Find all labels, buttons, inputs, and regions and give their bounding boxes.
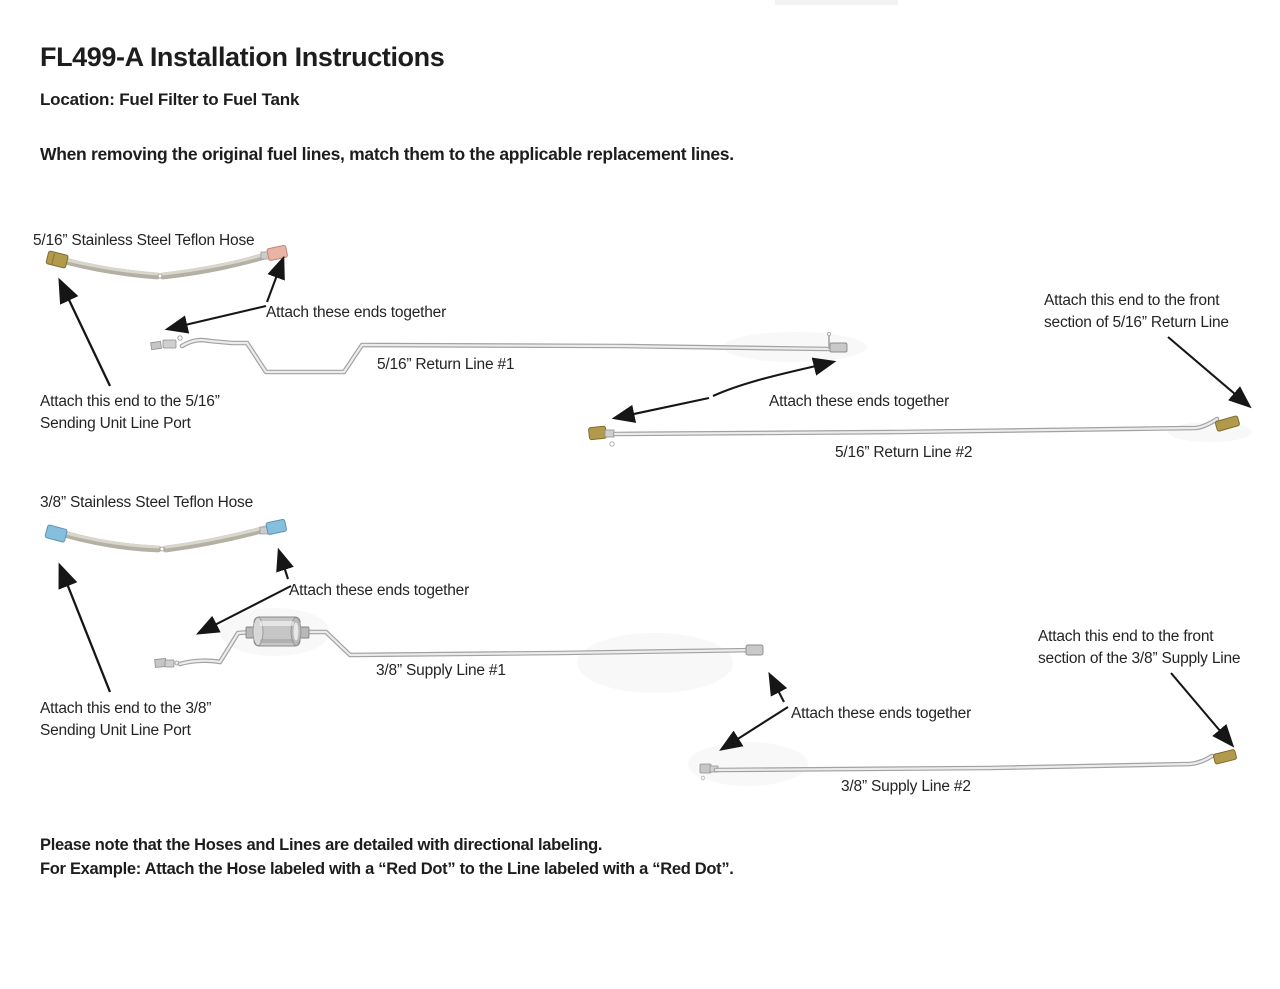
front-section-note-516-line1: Attach this end to the front bbox=[1044, 292, 1220, 309]
photo-background-halos bbox=[220, 332, 1252, 786]
return-line-2-brass-fitting bbox=[588, 425, 607, 441]
return-line-1-end-fitting bbox=[829, 342, 848, 353]
return-line-2-label: 5/16” Return Line #2 bbox=[835, 444, 973, 461]
arrow-sending-unit-516 bbox=[58, 277, 112, 387]
front-section-note-516: Attach this end to the front section of … bbox=[1044, 290, 1229, 334]
arrow-hose38-end bbox=[276, 547, 294, 580]
attach-ends-note-516-1: Attach these ends together bbox=[266, 304, 447, 321]
supply-line-1-label: 3/8” Supply Line #1 bbox=[376, 662, 506, 679]
arrow-supply2-end bbox=[1170, 672, 1235, 748]
hose-38-blue-fitting-left bbox=[44, 524, 68, 543]
arrow-supply2-start bbox=[719, 706, 789, 751]
sending-unit-note-38-line1: Attach this end to the 3/8” bbox=[40, 700, 212, 717]
hose-516-joint bbox=[157, 273, 163, 279]
location-subtitle: Location: Fuel Filter to Fuel Tank bbox=[40, 90, 300, 109]
sending-unit-note-516-line1: Attach this end to the 5/16” bbox=[40, 393, 220, 410]
front-section-note-38: Attach this end to the front section of … bbox=[1038, 626, 1241, 670]
attach-ends-note-516-2: Attach these ends together bbox=[769, 393, 950, 410]
hose-38-blue-fitting-right bbox=[265, 518, 287, 535]
hose-38-label: 3/8” Stainless Steel Teflon Hose bbox=[40, 494, 254, 511]
return-line-2-image bbox=[588, 415, 1240, 447]
hose-38-joint bbox=[159, 546, 165, 552]
sending-unit-note-38: Attach this end to the 3/8” Sending Unit… bbox=[40, 698, 211, 742]
top-edge-bar bbox=[775, 0, 898, 5]
hose-516-brass-fitting bbox=[45, 250, 69, 269]
arrow-return2-start bbox=[611, 396, 710, 423]
arrow-supply1-end bbox=[768, 671, 788, 703]
hose-516-label: 5/16” Stainless Steel Teflon Hose bbox=[33, 232, 255, 249]
attach-ends-note-38-1: Attach these ends together bbox=[289, 582, 470, 599]
sending-unit-note-38-line2: Sending Unit Line Port bbox=[40, 722, 191, 739]
supply-line-1-end-fitting bbox=[745, 644, 764, 656]
fuel-filter bbox=[245, 616, 310, 647]
supply-line-2-label: 3/8” Supply Line #2 bbox=[841, 778, 971, 795]
arrow-supply1-start bbox=[195, 585, 292, 635]
hose-516-pink-fitting bbox=[266, 244, 288, 261]
return-line-2-end-fitting bbox=[1214, 415, 1240, 432]
front-section-note-516-line2: section of 5/16” Return Line bbox=[1044, 314, 1229, 331]
hose-38-image bbox=[44, 518, 287, 553]
arrow-hose516-end bbox=[266, 255, 285, 303]
arrow-return2-end bbox=[1167, 336, 1252, 409]
return-line-1-label: 5/16” Return Line #1 bbox=[377, 356, 515, 373]
return-line-1-image bbox=[150, 331, 848, 375]
front-section-note-38-line2: section of the 3/8” Supply Line bbox=[1038, 650, 1241, 667]
annotation-arrows bbox=[58, 255, 1252, 751]
supply-line-2-image bbox=[699, 749, 1237, 781]
footer-note-line1: Please note that the Hoses and Lines are… bbox=[40, 836, 603, 854]
intro-note: When removing the original fuel lines, m… bbox=[40, 144, 734, 164]
supply-line-1-image bbox=[154, 616, 764, 668]
footer-note-line2: For Example: Attach the Hose labeled wit… bbox=[40, 860, 734, 878]
attach-ends-note-38-2: Attach these ends together bbox=[791, 705, 972, 722]
arrow-sending-unit-38 bbox=[58, 562, 112, 693]
front-section-note-38-line1: Attach this end to the front bbox=[1038, 628, 1214, 645]
page-title: FL499-A Installation Instructions bbox=[40, 42, 445, 72]
arrow-return1-start bbox=[164, 304, 267, 334]
hose-516-image bbox=[45, 244, 288, 280]
sending-unit-note-516-line2: Sending Unit Line Port bbox=[40, 415, 191, 432]
sending-unit-note-516: Attach this end to the 5/16” Sending Uni… bbox=[40, 391, 220, 435]
arrow-return1-end bbox=[712, 357, 837, 397]
supply-line-2-end-fitting bbox=[1213, 749, 1237, 765]
